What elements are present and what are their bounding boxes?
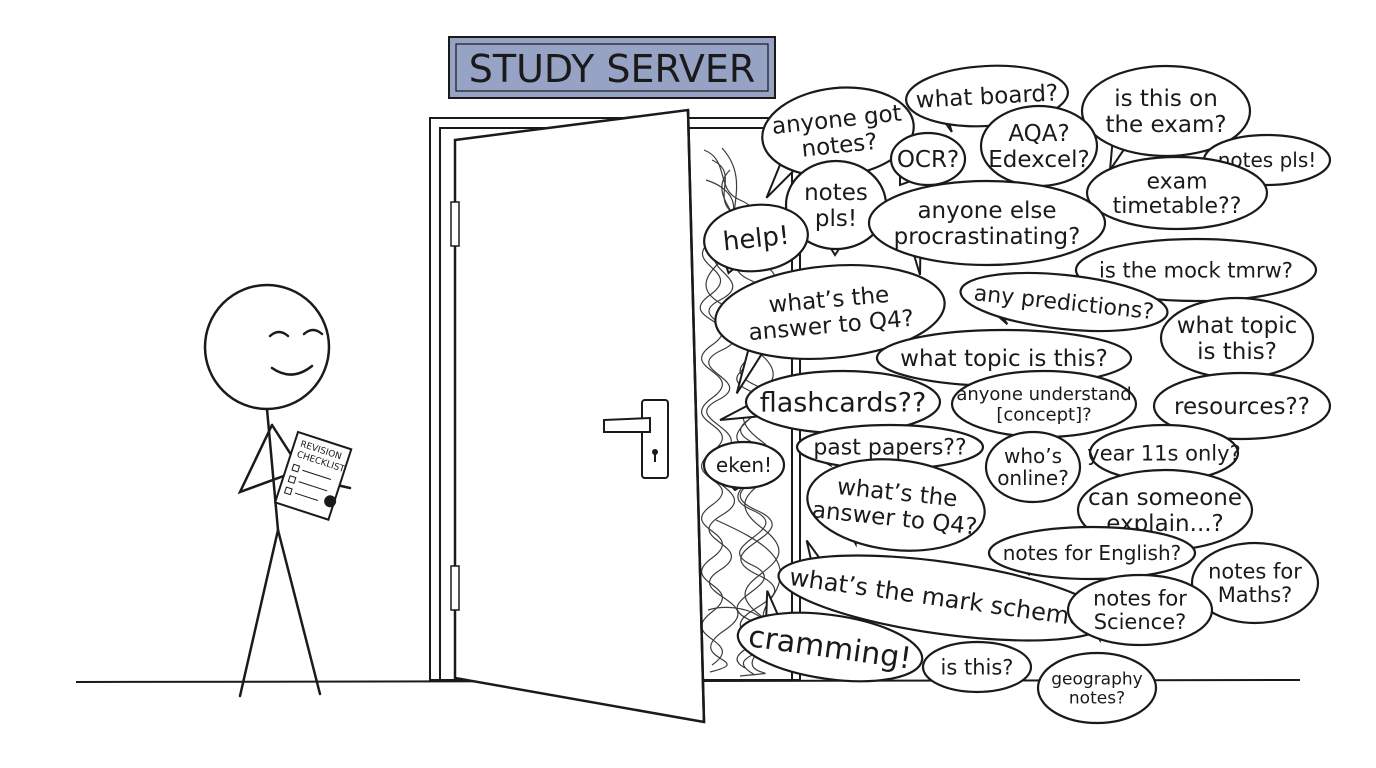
speech-bubble-outline: [1066, 573, 1214, 647]
speech-bubble-text: is the mock tmrw?: [1099, 258, 1293, 282]
speech-bubble-outline: [867, 179, 1107, 267]
study-server-sign: STUDY SERVER: [448, 36, 776, 99]
speech-bubble-text: notes for: [1093, 587, 1187, 611]
speech-bubble-text: is this?: [941, 655, 1014, 679]
speech-bubble-text: notes: [804, 180, 868, 206]
speech-bubble-outline: [1080, 64, 1252, 158]
stick-figure: [203, 283, 352, 698]
speech-bubble-text: OCR?: [897, 147, 959, 173]
speech-bubble-eken: eken!: [702, 440, 786, 492]
speech-bubble-text: help!: [721, 221, 790, 258]
speech-bubble-text: geography: [1051, 669, 1142, 689]
speech-bubble-text: timetable??: [1113, 194, 1242, 219]
speech-bubble-outline: [1074, 237, 1318, 303]
open-door: [450, 108, 706, 724]
speech-bubble-text: notes?: [1069, 688, 1125, 708]
speech-bubble-text: year 11s only?: [1087, 441, 1240, 465]
speech-bubble-help: help!: [703, 203, 809, 275]
speech-bubble-text: anyone understand: [956, 384, 1131, 405]
sign-inner-border: [455, 43, 769, 92]
speech-bubble-anyone-understand-concept: anyone understand[concept]?: [950, 369, 1138, 443]
speech-bubble-text: Edexcel?: [988, 147, 1089, 173]
speech-bubble-text: Science?: [1094, 610, 1187, 634]
speech-bubble-text: eken!: [716, 453, 772, 477]
speech-bubble-notes-for-english: notes for English?: [987, 525, 1197, 581]
speech-bubble-text: past papers??: [813, 436, 966, 461]
upper-hinge: [450, 201, 460, 247]
stick-figure-head: [203, 283, 331, 411]
speech-bubble-outline: [1190, 541, 1320, 625]
speech-bubble-text: can someone: [1088, 485, 1242, 511]
lower-hinge: [450, 565, 460, 611]
speech-bubble-outline: [1036, 651, 1158, 725]
speech-bubble-text: resources??: [1174, 394, 1310, 420]
speech-bubble-text: who’s: [1004, 444, 1062, 468]
speech-bubble-text: notes for: [1208, 560, 1302, 584]
speech-bubble-text: flashcards??: [760, 387, 927, 418]
speech-bubble-outline: [987, 525, 1197, 581]
sign-board: [448, 36, 776, 99]
smile-eye-left: [268, 330, 290, 338]
speech-bubble-text: Maths?: [1218, 583, 1293, 607]
speech-bubble-text: is this on: [1114, 86, 1218, 112]
speech-bubble-outline: [1085, 155, 1269, 231]
speech-bubble-text: anyone else: [917, 198, 1056, 224]
speech-bubble-outline: [921, 640, 1033, 694]
speech-bubble-outline: [889, 131, 967, 187]
speech-bubble-text: AQA?: [1008, 121, 1069, 147]
speech-bubble-text: what topic is this?: [900, 346, 1108, 372]
sign-text: STUDY SERVER: [469, 47, 755, 91]
speech-bubble-text: procrastinating?: [894, 224, 1081, 250]
speech-bubble-outline: [714, 263, 946, 361]
speech-bubble-is-the-mock-tmrw: is the mock tmrw?: [1074, 237, 1318, 303]
speech-bubble-is-this: is this?: [921, 640, 1033, 694]
speech-bubble-outline: [703, 203, 809, 273]
speech-bubble-outline: [984, 430, 1082, 504]
speech-bubble-text: exam: [1146, 169, 1207, 194]
smile-mouth: [270, 364, 314, 376]
smile-eye-right: [302, 328, 324, 336]
speech-bubble-outline: [1152, 371, 1332, 441]
speech-bubble-outline: [959, 271, 1169, 333]
speech-bubble-text: what topic: [1177, 313, 1298, 339]
speech-bubble-text: notes for English?: [1003, 541, 1182, 565]
speech-bubble-past-papers: past papers??: [795, 423, 985, 471]
speech-bubble-text: pls!: [815, 206, 857, 232]
door-handle-icon: [603, 399, 669, 479]
speech-bubble-flashcards: flashcards??: [719, 369, 942, 435]
speech-bubble-any-predictions: any predictions?: [959, 271, 1169, 333]
speech-bubble-ocr: OCR?: [889, 131, 967, 187]
speech-bubble-outline: [806, 458, 986, 552]
speech-bubble-text: online?: [997, 466, 1069, 490]
speech-bubble-text: [concept]?: [996, 404, 1091, 425]
speech-bubble-outline: [736, 611, 924, 683]
revision-checklist: REVISION CHECKLIST: [273, 430, 353, 521]
speech-bubble-text: the exam?: [1105, 112, 1226, 138]
speech-bubble-aqa-edexcel: AQA?Edexcel?: [979, 104, 1099, 193]
speech-bubble-outline: [702, 440, 786, 490]
speech-bubble-text: is this?: [1197, 339, 1277, 365]
